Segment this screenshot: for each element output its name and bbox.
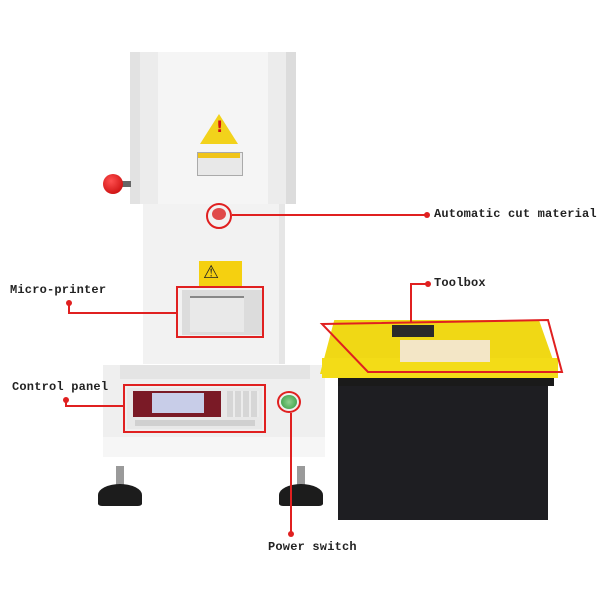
label-power-switch: Power switch (268, 540, 357, 554)
micro-printer-highlight (176, 286, 264, 338)
caution-hand-icon: ⚠ (203, 262, 220, 283)
label-automatic-cut-material: Automatic cut material (434, 207, 597, 221)
power-switch-leader-dot (288, 531, 294, 537)
cut-material-highlight (206, 203, 232, 229)
toolbox-lid-pad (400, 340, 490, 362)
cut-material-leader-dot (424, 212, 430, 218)
toolbox-leader-vertical (410, 283, 412, 323)
warning-plate-stripe (198, 153, 240, 158)
toolbox-leader-horizontal (410, 283, 427, 285)
power-switch-leader-line (290, 413, 292, 533)
toolbox-highlight (319, 318, 564, 373)
machine-base-top (120, 365, 310, 379)
red-knob-handle (103, 174, 123, 194)
foot-right (279, 484, 323, 506)
knob-stem (121, 181, 131, 187)
toolbox-leader-dot (425, 281, 431, 287)
micro-printer-leader-vertical (68, 302, 70, 314)
printer-paper-slot (190, 296, 244, 332)
foot-bolt-left (116, 466, 124, 488)
label-micro-printer: Micro-printer (10, 283, 107, 297)
label-toolbox: Toolbox (434, 276, 486, 290)
micro-printer-leader-horizontal (68, 312, 176, 314)
control-panel-keypad (227, 391, 259, 417)
toolbox-latch (392, 325, 434, 337)
control-panel-highlight (123, 384, 266, 433)
caution-sign (199, 261, 242, 287)
control-panel-leader-vertical (65, 399, 67, 407)
label-control-panel: Control panel (12, 380, 109, 394)
toolbox-body (338, 380, 548, 520)
power-switch-highlight (277, 391, 301, 413)
control-panel-screen (152, 393, 204, 413)
control-panel-leader-horizontal (65, 405, 123, 407)
cut-material-leader-line (232, 214, 426, 216)
control-panel-button-row (135, 420, 255, 426)
foot-bolt-right (297, 466, 305, 488)
foot-left (98, 484, 142, 506)
warning-triangle-icon (200, 114, 238, 144)
exclamation-icon: ! (216, 117, 224, 136)
